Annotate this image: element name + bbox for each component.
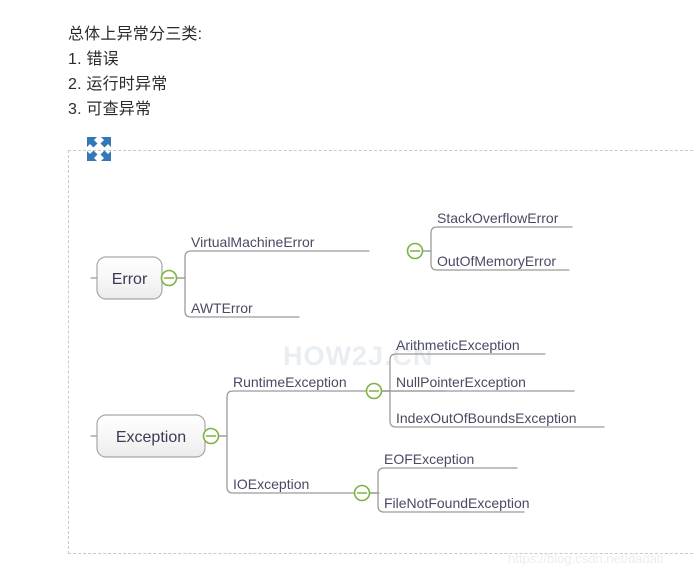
- connector-runtime-to-indexoob: [381, 390, 605, 428]
- collapse-icon-error[interactable]: [160, 269, 178, 287]
- intro-line-title: 总体上异常分三类:: [68, 26, 203, 43]
- mindmap-container[interactable]: HOW2J.CN: [68, 150, 693, 554]
- intro-line-3: 3. 可查异常: [68, 101, 152, 118]
- collapse-icon-runtimeexception[interactable]: [365, 382, 383, 400]
- connector-exception-to-ioexception: [218, 435, 380, 494]
- node-exception-label: Exception: [116, 429, 186, 446]
- branch-label-runtimeexception[interactable]: RuntimeException: [233, 374, 347, 390]
- collapse-icon-virtualmachineerror[interactable]: [406, 242, 424, 260]
- branch-label-nullpointerexception[interactable]: NullPointerException: [396, 374, 526, 390]
- connector-lines: [90, 226, 605, 513]
- node-exception: Exception: [96, 414, 206, 458]
- branch-label-eofexception[interactable]: EOFException: [384, 451, 474, 467]
- node-error-label: Error: [112, 271, 148, 288]
- connector-runtime-to-arithmetic: [381, 353, 546, 392]
- collapse-icon-ioexception[interactable]: [353, 484, 371, 502]
- branch-label-virtualmachineerror[interactable]: VirtualMachineError: [191, 234, 315, 250]
- node-error: Error: [96, 256, 163, 300]
- intro-line-1: 1. 错误: [68, 51, 119, 68]
- collapse-icon-exception[interactable]: [202, 427, 220, 445]
- branch-label-filenotfoundexception[interactable]: FileNotFoundException: [384, 495, 530, 511]
- expand-fullscreen-icon[interactable]: [86, 136, 112, 162]
- branch-label-ioexception[interactable]: IOException: [233, 476, 309, 492]
- connector-io-to-eof: [369, 467, 518, 494]
- mindmap-svg: Error Exception VirtualMachineError AWTE…: [90, 210, 605, 513]
- connector-error-to-vme: [176, 250, 370, 279]
- connector-error-to-awterror: [176, 277, 300, 318]
- connector-io-to-filenotfound: [369, 492, 525, 513]
- intro-line-2: 2. 运行时异常: [68, 76, 168, 93]
- connector-exception-to-runtime: [218, 390, 447, 437]
- branch-label-indexoutofboundsexception[interactable]: IndexOutOfBoundsException: [396, 410, 577, 426]
- branch-label-awterror[interactable]: AWTError: [191, 300, 253, 316]
- connector-vme-to-oome: [422, 250, 570, 271]
- branch-label-stackoverflowerror[interactable]: StackOverflowError: [437, 210, 559, 226]
- branch-label-arithmeticexception[interactable]: ArithmeticException: [396, 337, 520, 353]
- connector-vme-to-soe: [422, 226, 573, 252]
- branch-label-outofmemoryerror[interactable]: OutOfMemoryError: [437, 253, 556, 269]
- intro-text-block: 总体上异常分三类: 1. 错误 2. 运行时异常 3. 可查异常: [68, 22, 568, 122]
